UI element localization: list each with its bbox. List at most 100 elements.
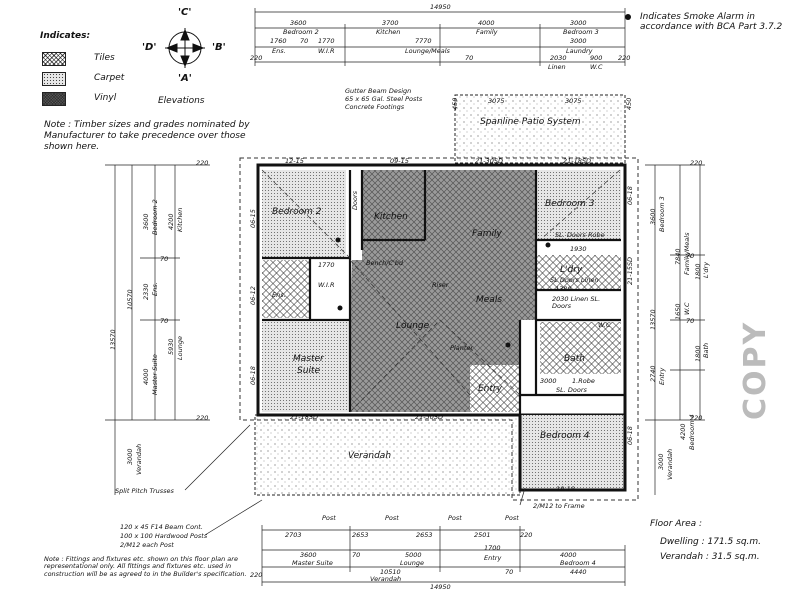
smoke-alarm-icon bbox=[545, 242, 551, 248]
legend-title: Indicates: bbox=[40, 31, 91, 41]
beam-right-2: 21-15SD bbox=[626, 256, 634, 285]
dim-right-v6l: Entry bbox=[658, 367, 666, 385]
dim-left-c: 220 bbox=[196, 159, 209, 167]
dim-r2-laundry: Laundry bbox=[566, 47, 593, 55]
kitchen-doors: Doors bbox=[351, 190, 359, 210]
beam-right-1: 06-18 bbox=[626, 186, 634, 205]
beam-right-3: 06-18 bbox=[626, 426, 634, 445]
room-bedroom3: Bedroom 3 bbox=[545, 199, 595, 209]
patio-dim-1: 3075 bbox=[488, 97, 505, 105]
dim-left-v3l: Kitchen bbox=[176, 207, 184, 232]
beam-note-1: 120 x 45 F14 Beam Cont. bbox=[120, 523, 203, 531]
room-wc: W.C bbox=[598, 321, 611, 329]
patio-dim-h: 450 bbox=[451, 97, 459, 110]
room-suite: Suite bbox=[297, 366, 320, 376]
dim-right-v6: 2740 bbox=[649, 365, 657, 382]
dim-top-1-label: Bedroom 2 bbox=[283, 28, 319, 36]
dim-r3-5: 220 bbox=[618, 54, 631, 62]
elevations-label: Elevations bbox=[158, 96, 205, 106]
dim-bottom-total: 14950 bbox=[430, 583, 451, 591]
dim-right-c: 220 bbox=[690, 159, 703, 167]
floor-area-verandah: Verandah : 31.5 sq.m. bbox=[660, 552, 760, 562]
dim-b1-1: 2703 bbox=[285, 531, 302, 539]
dim-left-b: 70 bbox=[160, 317, 169, 325]
dim-right-v5l: Bath bbox=[702, 342, 710, 358]
dim-b1-5: 220 bbox=[520, 531, 533, 539]
patio-area bbox=[454, 94, 626, 164]
carpet-label: Carpet bbox=[94, 73, 125, 83]
tiles-label: Tiles bbox=[94, 53, 115, 63]
bedroom2-floor bbox=[262, 170, 346, 258]
linen-width: 1380 bbox=[555, 285, 572, 293]
room-bedroom4: Bedroom 4 bbox=[540, 431, 590, 441]
dim-r2-1: 1760 bbox=[270, 37, 287, 45]
dim-b2-l3: Entry bbox=[484, 554, 502, 562]
beam-bot-3: 18-18 bbox=[556, 485, 575, 493]
dim-right-v8: 3000 bbox=[657, 453, 665, 470]
dim-right-v8l: Verandah bbox=[666, 448, 674, 480]
master-floor bbox=[262, 322, 350, 412]
dim-top-total: 14950 bbox=[430, 3, 451, 11]
dim-b3-2: 70 bbox=[505, 568, 514, 576]
dim-left-v4l: Ens. bbox=[151, 282, 159, 296]
dim-b2-l1: Master Suite bbox=[292, 559, 333, 567]
beam-note-2: 100 x 100 Hardwood Posts bbox=[120, 532, 208, 540]
fittings-note: Note : Fittings and fixtures etc. shown … bbox=[44, 555, 247, 578]
dim-r2-3: 1770 bbox=[318, 37, 335, 45]
dim-top-3-label: Family bbox=[476, 28, 498, 36]
smoke-alarm-legend-icon bbox=[625, 14, 631, 20]
dim-bottom-e220: 220 bbox=[250, 571, 263, 579]
dim-b2-l4: Bedroom 4 bbox=[560, 559, 596, 567]
dim-left-v2l: Bedroom 2 bbox=[151, 199, 159, 235]
post-3: Post bbox=[448, 514, 462, 522]
room-family: Family bbox=[472, 229, 502, 239]
ldry-floor bbox=[536, 255, 621, 290]
dim-b2-5: 4000 bbox=[560, 551, 577, 559]
dim-r2-ens: Ens. bbox=[272, 47, 286, 55]
gutter-note-1: Gutter Beam Design bbox=[345, 87, 412, 95]
ens-floor bbox=[262, 260, 310, 318]
robe4-width: 3000 bbox=[540, 377, 557, 385]
dim-r3-linen: Linen bbox=[548, 63, 566, 71]
room-bedroom2: Bedroom 2 bbox=[272, 207, 322, 217]
planter-label: Planter bbox=[450, 344, 474, 352]
dim-left-v5l: Master Suite bbox=[151, 354, 159, 395]
dim-left-v5: 4000 bbox=[142, 368, 150, 385]
dim-top-2-label: Kitchen bbox=[376, 28, 401, 36]
dim-b2-4: 1700 bbox=[484, 544, 501, 552]
dim-r2-lounge: Lounge/Meals bbox=[405, 47, 450, 55]
bench-label: Bench/C'bd bbox=[366, 259, 404, 267]
dim-left-v3: 4200 bbox=[167, 213, 175, 230]
floor-area-dwelling: Dwelling : 171.5 sq.m. bbox=[660, 537, 762, 547]
dim-right-v1: 3600 bbox=[649, 208, 657, 225]
dim-right-b: 70 bbox=[686, 317, 695, 325]
room-meals: Meals bbox=[476, 295, 503, 305]
robe4-label: 1.Robe bbox=[572, 377, 595, 385]
dim-r3-4: 900 bbox=[590, 54, 603, 62]
robe-width: 1930 bbox=[570, 245, 587, 253]
dim-b1-2: 2653 bbox=[352, 531, 369, 539]
beam-top-3: 21-30SD bbox=[475, 157, 504, 165]
tiles-swatch bbox=[42, 52, 66, 66]
dim-top-3: 4000 bbox=[478, 19, 495, 27]
vinyl-swatch bbox=[42, 92, 66, 106]
bath-floor bbox=[540, 322, 621, 374]
floor-area-title: Floor Area : bbox=[650, 519, 703, 529]
dim-r2-2: 70 bbox=[300, 37, 309, 45]
carpet-swatch bbox=[42, 72, 66, 86]
dim-r2-4: 7770 bbox=[415, 37, 432, 45]
dim-r3-3: 2030 bbox=[550, 54, 567, 62]
dim-right-v7: 4200 bbox=[679, 423, 687, 440]
patio-dim-2: 3075 bbox=[565, 97, 582, 105]
beam-bot-2: 21-30SD bbox=[415, 413, 444, 421]
beam-left-2: 06-12 bbox=[249, 286, 257, 305]
dim-right-v2: 7840 bbox=[674, 248, 682, 265]
smoke-alarm-icon bbox=[335, 237, 341, 243]
room-entry: Entry bbox=[478, 384, 502, 394]
dim-top-4-label: Bedroom 3 bbox=[563, 28, 599, 36]
dim-b1-3: 2653 bbox=[416, 531, 433, 539]
dim-b1-4: 2501 bbox=[474, 531, 491, 539]
room-ens: Ens. bbox=[272, 291, 286, 299]
dim-right-v1l: Bedroom 3 bbox=[658, 196, 666, 232]
